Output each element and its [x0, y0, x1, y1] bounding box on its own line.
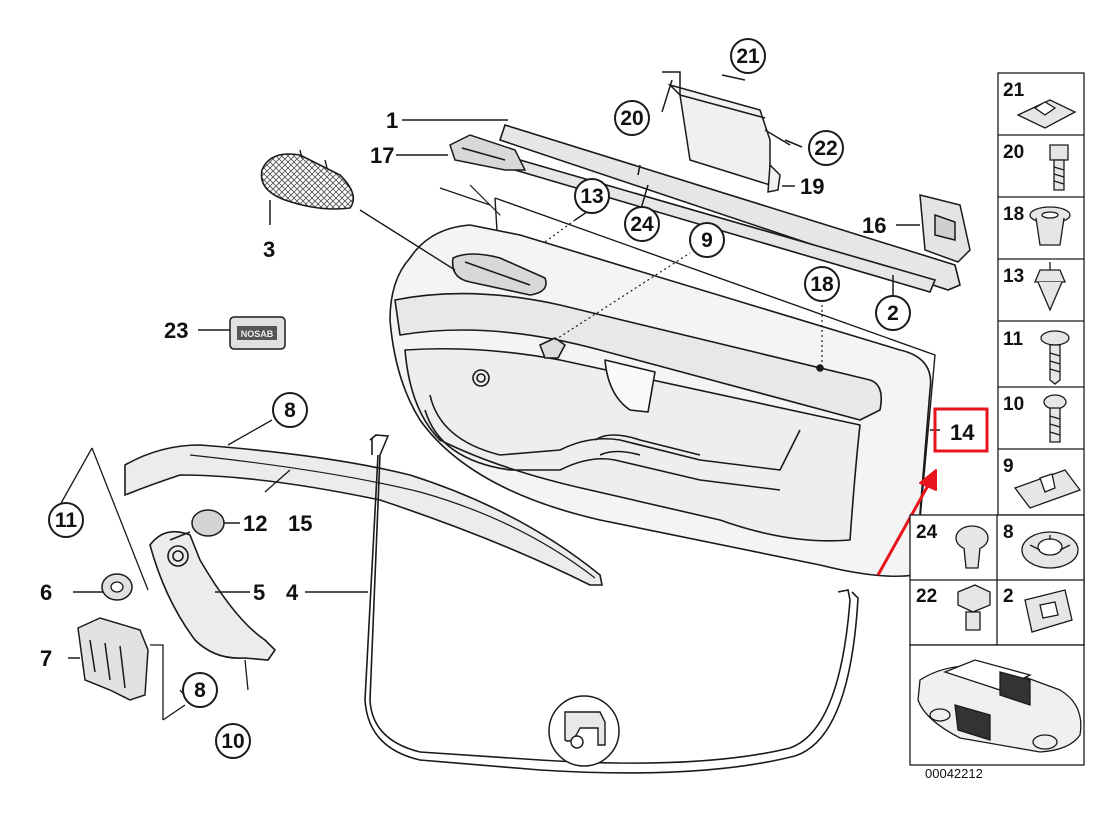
part-15-trim	[124, 444, 603, 586]
grommet-icon-8	[1021, 531, 1079, 569]
clip-nut-icon	[1016, 99, 1077, 129]
svg-text:20: 20	[620, 107, 643, 130]
label-1: 1	[386, 108, 398, 133]
sidebar-label-2: 2	[1003, 586, 1014, 607]
svg-text:9: 9	[701, 229, 713, 252]
callout-13: 13	[574, 178, 610, 214]
sidebar-label-22: 22	[916, 586, 937, 607]
callout-20: 20	[614, 100, 650, 136]
svg-text:2: 2	[887, 302, 899, 325]
callout-22: 22	[808, 130, 844, 166]
label-7: 7	[40, 646, 52, 671]
clip-icon-2	[1024, 589, 1073, 633]
part-4-seal	[364, 434, 859, 774]
label-16: 16	[862, 213, 886, 238]
sidebar-label-9: 9	[1003, 456, 1014, 477]
svg-text:18: 18	[810, 273, 834, 296]
label-5: 5	[253, 580, 265, 605]
bolt-icon-20	[1049, 144, 1069, 191]
svg-text:8: 8	[284, 399, 296, 422]
part-12-cap	[191, 509, 225, 537]
highlight-14	[876, 407, 989, 576]
label-6: 6	[40, 580, 52, 605]
callout-24: 24	[624, 206, 660, 242]
callout-10: 10	[215, 723, 251, 759]
svg-text:8: 8	[194, 679, 206, 702]
callout-9: 9	[689, 222, 725, 258]
connector-lines	[59, 419, 291, 721]
svg-text:10: 10	[221, 730, 244, 753]
callout-11: 11	[48, 502, 84, 538]
label-3: 3	[263, 237, 275, 262]
bolt-icon-22	[957, 584, 991, 631]
svg-text:11: 11	[55, 509, 78, 532]
part-23-badge: NOSAB	[229, 316, 286, 350]
push-clip-icon-13	[1034, 262, 1066, 312]
seal-profile-zoom	[548, 695, 620, 767]
sidebar-label-21: 21	[1003, 80, 1025, 101]
part-3-grille	[260, 149, 355, 210]
label-19: 19	[800, 174, 824, 199]
sidebar-label-20: 20	[1003, 142, 1024, 163]
svg-text:22: 22	[814, 137, 837, 160]
part-5-handle	[149, 530, 277, 661]
screw-icon-11	[1040, 330, 1070, 385]
svg-text:21: 21	[736, 45, 760, 68]
sidebar-label-24: 24	[916, 522, 938, 543]
hardware-sidebar: 21 20 18 13 11 10 9 24 8 22 2	[909, 72, 1085, 766]
label-12: 12	[243, 511, 267, 536]
regulator-part	[662, 71, 791, 193]
part-17-bezel	[449, 134, 527, 171]
door-panel-drawing	[359, 184, 936, 578]
sidebar-label-18: 18	[1003, 204, 1024, 225]
sidebar-label-11: 11	[1003, 329, 1024, 350]
circled-labels: 21 20 22 13 24 9 18 2 8 11 8 10	[48, 38, 911, 759]
callout-8-top: 8	[272, 392, 308, 428]
plain-labels: 1 17 3 19 16 23 12 15 6 5 4 7 14	[40, 108, 975, 671]
label-15: 15	[288, 511, 312, 536]
svg-text:24: 24	[630, 213, 654, 236]
callout-8-bottom: 8	[182, 672, 218, 708]
part-6-ring	[101, 573, 133, 601]
trim-clip-icon-24	[955, 525, 989, 569]
label-14: 14	[950, 420, 975, 445]
spring-nut-icon-9	[1013, 469, 1082, 509]
expansion-clip-icon-18	[1029, 206, 1071, 246]
car-location-icon	[917, 659, 1082, 753]
part-7-bracket	[77, 617, 149, 701]
badge-text: NOSAB	[241, 329, 274, 339]
sidebar-label-8: 8	[1003, 522, 1014, 543]
sidebar-label-13: 13	[1003, 266, 1024, 287]
part-16-bracket	[919, 194, 971, 263]
screw-icon-10	[1043, 394, 1067, 443]
callout-2: 2	[875, 295, 911, 331]
label-23: 23	[164, 318, 188, 343]
doc-number: 00042212	[925, 766, 983, 781]
callout-21: 21	[730, 38, 766, 74]
svg-text:13: 13	[580, 185, 603, 208]
label-4: 4	[286, 580, 299, 605]
sidebar-label-10: 10	[1003, 394, 1024, 415]
label-17: 17	[370, 143, 394, 168]
callout-18: 18	[804, 266, 840, 302]
